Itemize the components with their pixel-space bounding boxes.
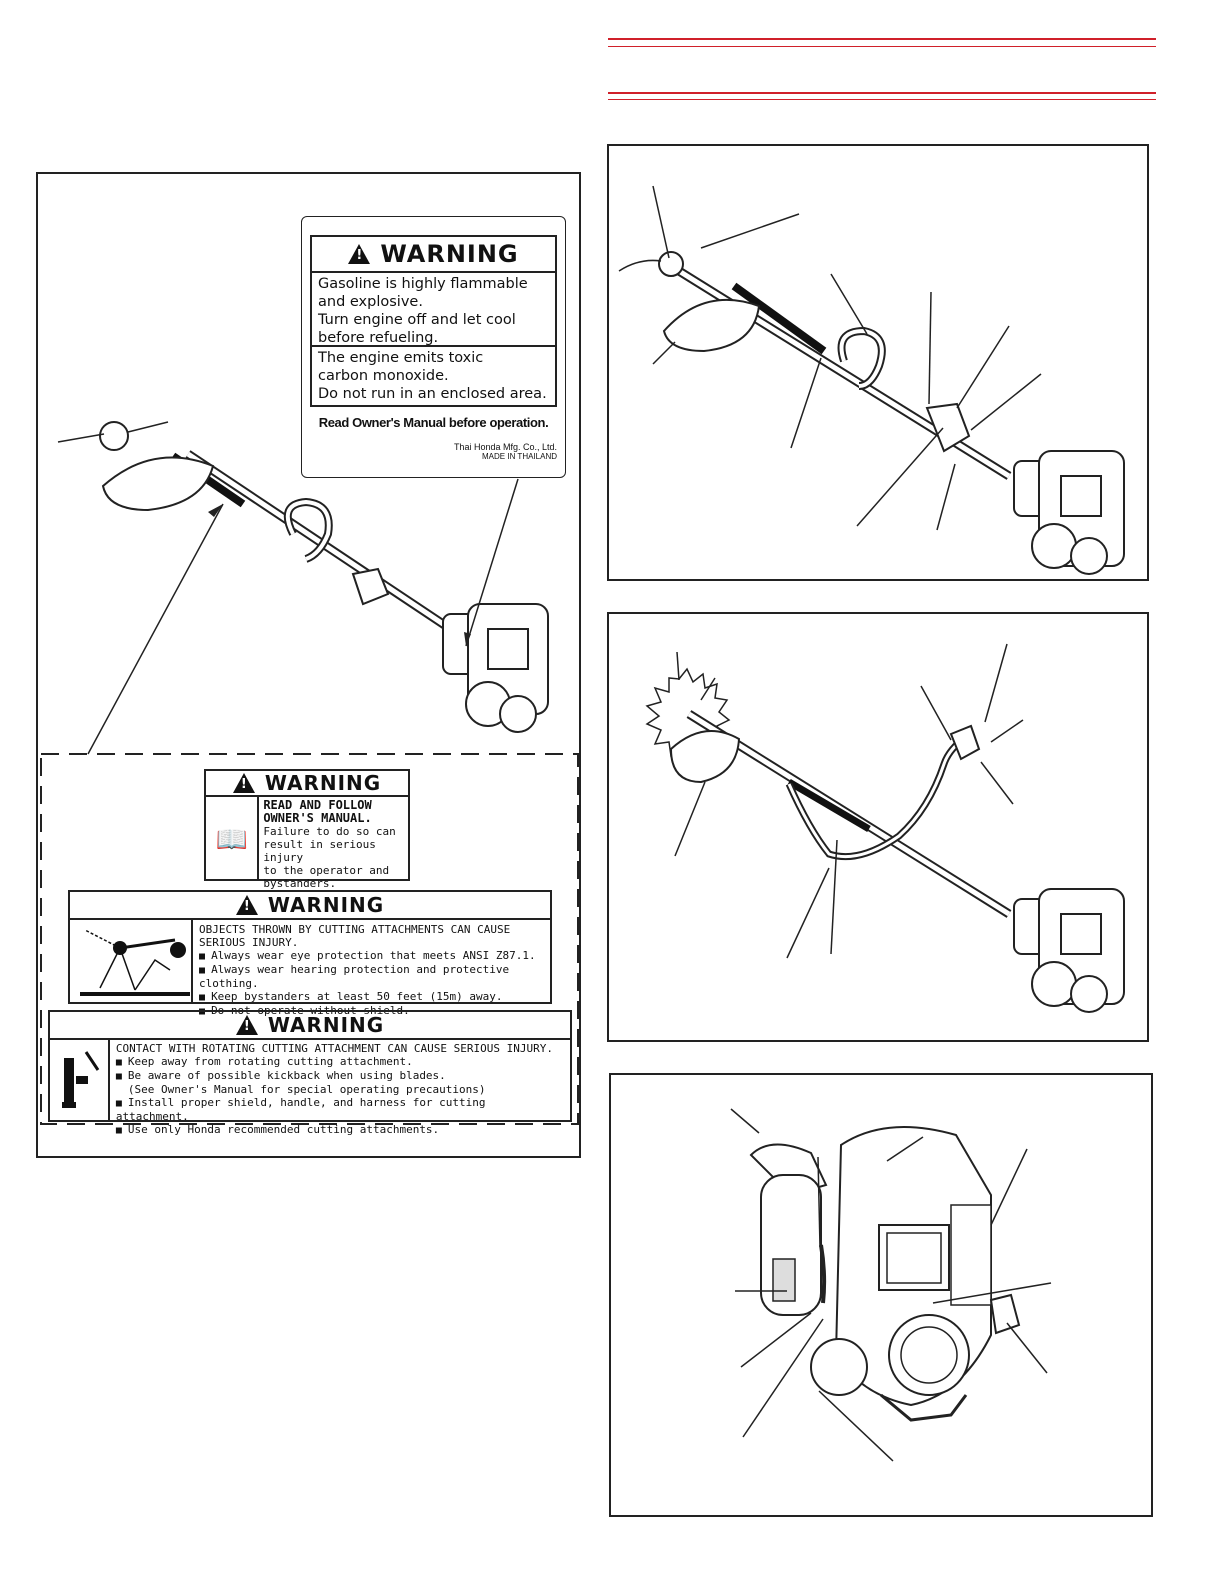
co-line-1: The engine emits toxic bbox=[318, 350, 484, 366]
fuel-warning-label: WARNING Gasoline is highly flammable and… bbox=[301, 216, 566, 478]
book-icon: 📖 bbox=[206, 797, 260, 881]
loop-handle-trimmer-drawing bbox=[618, 185, 1125, 575]
fuel-warning-heading: WARNING bbox=[312, 237, 555, 273]
contact-item-4: Use only Honda recommended cutting attac… bbox=[116, 1123, 564, 1137]
engine-closeup-drawing bbox=[730, 1108, 1052, 1462]
warning-triangle-icon bbox=[232, 773, 255, 793]
fuel-line-2: and explosive. bbox=[318, 294, 423, 310]
manual-line-1: READ AND FOLLOW bbox=[263, 798, 372, 812]
engine-components-panel bbox=[609, 1073, 1153, 1517]
bike-handle-components-panel bbox=[607, 612, 1149, 1042]
maker-line: Thai Honda Mfg. Co., Ltd. bbox=[453, 442, 557, 452]
header-rule-3 bbox=[608, 92, 1156, 94]
co-line-3: Do not run in an enclosed area. bbox=[318, 386, 547, 402]
header-rule-1 bbox=[608, 38, 1156, 40]
header-rule-2 bbox=[608, 46, 1156, 47]
manual-line-4: result in serious injury bbox=[263, 838, 376, 864]
contact-heading: WARNING bbox=[50, 1012, 570, 1040]
manual-line-2: OWNER'S MANUAL. bbox=[263, 811, 372, 825]
contact-item-2b: (See Owner's Manual for special operatin… bbox=[127, 1083, 486, 1096]
loop-handle-components-panel bbox=[607, 144, 1149, 581]
contact-item-3: Install proper shield, handle, and harne… bbox=[116, 1096, 564, 1123]
thrown-objects-line-1: OBJECTS THROWN BY CUTTING ATTACHMENTS CA… bbox=[199, 923, 511, 936]
warning-triangle-icon bbox=[235, 1015, 258, 1035]
contact-line-1: CONTACT WITH ROTATING CUTTING ATTACHMENT… bbox=[115, 1042, 553, 1055]
trimmer-illustration bbox=[40, 421, 579, 1125]
thrown-objects-item-2: Always wear hearing protection and prote… bbox=[199, 963, 544, 990]
manual-line-3: Failure to do so can bbox=[263, 825, 396, 838]
thrown-objects-heading: WARNING bbox=[70, 892, 550, 920]
contact-item-1: Keep away from rotating cutting attachme… bbox=[116, 1055, 564, 1069]
warning-triangle-icon bbox=[235, 895, 258, 915]
manual-line-6: bystanders. bbox=[263, 877, 337, 890]
manual-warning-heading: WARNING bbox=[206, 771, 408, 797]
header-rule-4 bbox=[608, 99, 1156, 100]
thrown-objects-item-1: Always wear eye protection that meets AN… bbox=[199, 949, 544, 963]
contact-warning-label: WARNING CONTACT WITH ROTATING CUTTING AT… bbox=[48, 1010, 572, 1136]
thrown-objects-warning-label: WARNING OBJECTS THROWN BY CUTTING ATTACH… bbox=[68, 890, 552, 1017]
thrown-objects-item-3: Keep bystanders at least 50 feet (15m) a… bbox=[199, 990, 544, 1004]
contact-item-2: Be aware of possible kickback when using… bbox=[116, 1069, 564, 1083]
fuel-line-3: Turn engine off and let cool bbox=[318, 312, 516, 328]
bike-handle-brushcutter-drawing bbox=[645, 643, 1125, 1013]
co-line-2: carbon monoxide. bbox=[318, 368, 449, 384]
read-manual-line: Read Owner's Manual before operation. bbox=[318, 415, 549, 430]
thrown-objects-line-2: SERIOUS INJURY. bbox=[199, 936, 299, 949]
warning-triangle-icon bbox=[348, 244, 371, 264]
thrown-objects-pictogram bbox=[70, 920, 194, 1004]
fuel-line-4: before refueling. bbox=[318, 330, 439, 346]
fuel-line-1: Gasoline is highly flammable bbox=[318, 276, 528, 292]
made-in-line: MADE IN THAILAND bbox=[482, 452, 557, 461]
label-location-panel: WARNING Gasoline is highly flammable and… bbox=[36, 172, 581, 1158]
operator-pictogram bbox=[50, 1040, 110, 1122]
manual-line-5: to the operator and bbox=[263, 864, 390, 877]
manual-warning-label: WARNING 📖 READ AND FOLLOW OWNER'S MANUAL… bbox=[204, 769, 410, 890]
